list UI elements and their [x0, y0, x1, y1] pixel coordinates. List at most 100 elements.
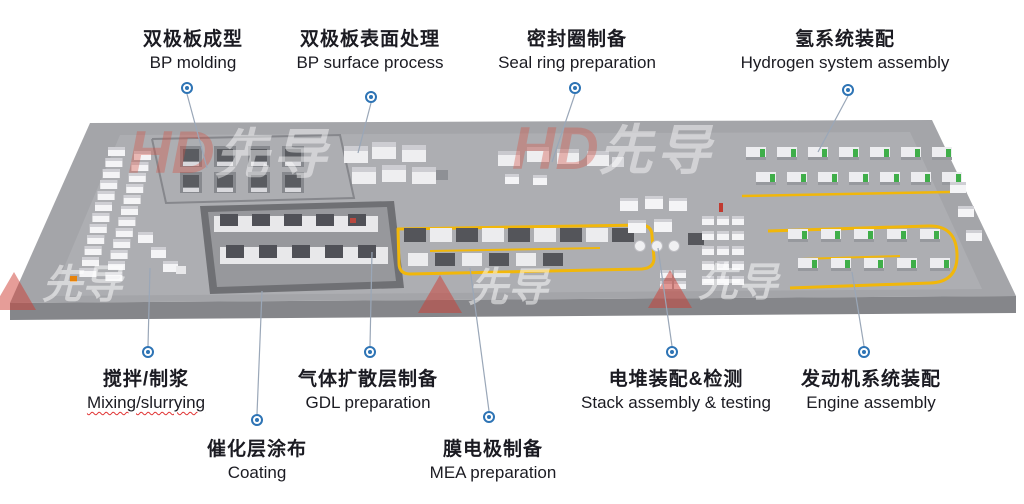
- callout-marker-stack: [666, 346, 678, 358]
- machine-block: [808, 157, 828, 160]
- machine-block: [645, 196, 663, 199]
- machine-block: [533, 175, 547, 185]
- machine-block: [966, 230, 982, 233]
- machine-block: [482, 228, 504, 242]
- callout-label-en: Seal ring preparation: [498, 53, 656, 72]
- machine-block: [138, 232, 153, 235]
- machine-block: [79, 268, 97, 271]
- machine-block: [560, 228, 582, 242]
- machine-block: [688, 233, 704, 245]
- callout-seal-ring: 密封圈制备 Seal ring preparation: [437, 24, 717, 73]
- machine-block: [628, 220, 646, 233]
- machine-block: [702, 246, 714, 249]
- machine-block: [350, 218, 356, 223]
- machine-block: [934, 231, 939, 239]
- machine-block: [316, 214, 334, 226]
- machine-block: [285, 162, 301, 166]
- machine-block: [105, 272, 123, 281]
- machine-block: [505, 174, 519, 177]
- callout-marker-gdl: [364, 346, 376, 358]
- machine-block: [702, 231, 714, 234]
- machine-block: [654, 219, 672, 232]
- machine-block: [812, 260, 817, 268]
- machine-block: [870, 157, 890, 160]
- machine-block: [97, 191, 115, 194]
- machine-block: [628, 220, 646, 223]
- machine-block: [217, 188, 233, 192]
- callout-marker-bp-molding: [181, 82, 193, 94]
- machine-block: [527, 147, 549, 151]
- callout-marker-coating: [251, 414, 263, 426]
- callout-label-zh: 氢系统装配: [794, 29, 895, 50]
- machine-block: [746, 157, 766, 160]
- callout-label-zh: 膜电极制备: [442, 439, 543, 460]
- machine-block: [717, 231, 729, 240]
- callout-label-zh: 催化层涂布: [206, 439, 307, 460]
- machine-block: [95, 202, 112, 211]
- machine-block: [821, 239, 841, 242]
- machine-block: [108, 261, 125, 264]
- callout-label-zh: 气体扩散层制备: [297, 369, 438, 390]
- machine-block: [404, 228, 426, 242]
- machine-block: [382, 165, 406, 170]
- leader-line-stack: [657, 247, 673, 347]
- machine-block: [925, 174, 930, 182]
- machine-block: [92, 213, 110, 216]
- machine-block: [880, 182, 900, 185]
- machine-block: [717, 261, 729, 264]
- machine-block: [831, 268, 851, 271]
- callout-mixing: 搅拌/制浆 Mixing/slurrying: [26, 364, 266, 413]
- machine-block: [958, 206, 974, 217]
- callout-engine: 发动机系统装配 Engine assembly: [741, 364, 1001, 413]
- callout-gdl: 气体扩散层制备 GDL preparation: [238, 364, 498, 413]
- machine-block: [702, 246, 714, 255]
- machine-block: [958, 206, 974, 209]
- machine-block: [325, 245, 343, 258]
- machine-block: [498, 151, 520, 155]
- machine-block: [131, 162, 149, 165]
- leader-line-coating: [256, 290, 263, 415]
- machine-block: [798, 268, 818, 271]
- machine-block: [897, 268, 917, 271]
- machine-block: [835, 231, 840, 239]
- machine-cylinder: [634, 240, 646, 252]
- machine-block: [372, 142, 396, 147]
- machine-block: [932, 157, 952, 160]
- machine-block: [930, 268, 950, 271]
- leader-line-bp-surface: [357, 102, 372, 154]
- callout-marker-mixing: [142, 346, 154, 358]
- machine-block: [163, 261, 178, 264]
- machine-block: [92, 213, 110, 222]
- machine-block: [702, 276, 714, 285]
- machine-block: [110, 250, 128, 259]
- machine-block: [612, 157, 624, 167]
- machine-block: [102, 169, 120, 178]
- machine-block: [489, 253, 509, 266]
- machine-block: [645, 196, 663, 209]
- machine-block: [839, 157, 859, 160]
- machine-block: [915, 149, 920, 157]
- machine-block: [946, 149, 951, 157]
- machine-block: [84, 246, 102, 255]
- callout-label-zh: 双极板成型: [142, 29, 243, 50]
- machine-block: [760, 149, 765, 157]
- machine-block: [864, 268, 884, 271]
- machine-block: [787, 182, 807, 185]
- machine-block: [134, 151, 151, 154]
- machine-block: [118, 217, 136, 220]
- machine-block: [183, 162, 199, 166]
- machine-block: [717, 246, 729, 249]
- machine-block: [777, 157, 797, 160]
- machine-block: [791, 149, 796, 157]
- machine-block: [128, 173, 146, 176]
- machine-block: [126, 184, 144, 193]
- machine-block: [100, 180, 118, 183]
- machine-block: [138, 232, 153, 243]
- machine-block: [702, 276, 714, 279]
- callout-stack: 电堆装配&检测 Stack assembly & testing: [526, 364, 826, 413]
- machine-block: [89, 224, 107, 233]
- machine-block: [508, 228, 530, 242]
- machine-block: [100, 180, 118, 189]
- machine-block: [131, 162, 149, 171]
